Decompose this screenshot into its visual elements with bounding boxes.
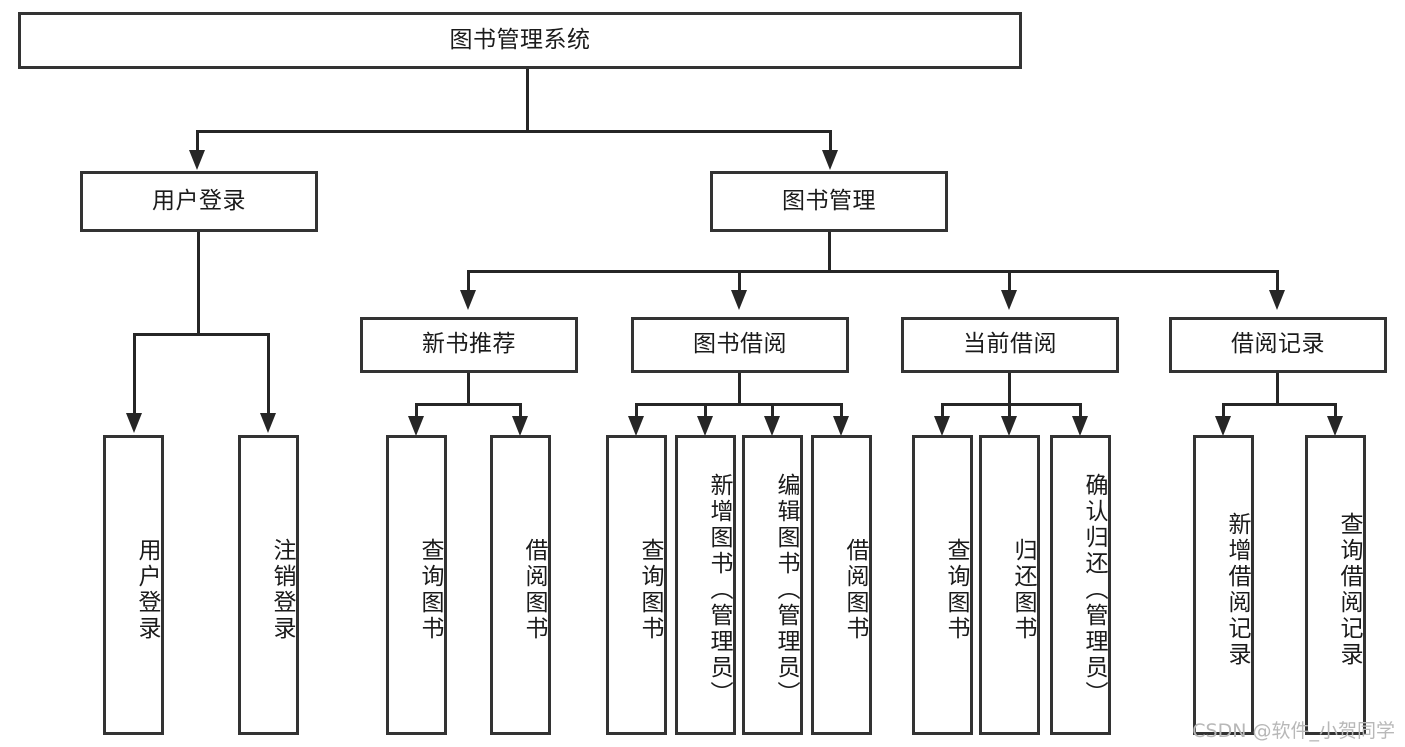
connector-bm-drop-1 bbox=[467, 270, 470, 292]
node-label: 新书推荐 bbox=[422, 331, 516, 358]
arrow-to-current-borrow bbox=[1001, 290, 1017, 310]
node-leaf-query-book-new-recommend[interactable]: 查询图书 bbox=[386, 435, 447, 735]
connector-bb-stem bbox=[738, 373, 741, 405]
connector-br-drop-1 bbox=[1222, 403, 1225, 418]
node-leaf-confirm-return[interactable]: 确认归还（管理员） bbox=[1050, 435, 1111, 735]
arrow-to-leaf-add-book bbox=[697, 416, 713, 436]
node-leaf-logout-login[interactable]: 注销登录 bbox=[238, 435, 299, 735]
connector-root-drop-left bbox=[196, 130, 199, 152]
connector-user-login-fan-bar bbox=[133, 333, 270, 336]
node-leaf-add-borrow-record[interactable]: 新增借阅记录 bbox=[1193, 435, 1254, 735]
connector-bb-drop-4 bbox=[840, 403, 843, 418]
connector-cb-drop-1 bbox=[941, 403, 944, 418]
node-label: 借阅图书 bbox=[521, 538, 547, 642]
node-label: 图书借阅 bbox=[693, 331, 787, 358]
connector-cb-fan-bar bbox=[941, 403, 1082, 406]
node-new-book-recommend[interactable]: 新书推荐 bbox=[360, 317, 578, 373]
node-book-management[interactable]: 图书管理 bbox=[710, 171, 948, 232]
connector-bb-drop-1 bbox=[635, 403, 638, 418]
connector-book-management-fan-bar bbox=[467, 270, 1279, 273]
connector-bb-drop-2 bbox=[704, 403, 707, 418]
connector-br-drop-2 bbox=[1334, 403, 1337, 418]
arrow-to-leaf-logout-login bbox=[260, 413, 276, 433]
connector-nbr-drop-2 bbox=[519, 403, 522, 418]
connector-br-stem bbox=[1276, 373, 1279, 405]
node-leaf-edit-book[interactable]: 编辑图书（管理员） bbox=[742, 435, 803, 735]
node-leaf-return-book[interactable]: 归还图书 bbox=[979, 435, 1040, 735]
arrow-to-leaf-query-book-3 bbox=[934, 416, 950, 436]
node-leaf-borrow-book-borrow[interactable]: 借阅图书 bbox=[811, 435, 872, 735]
arrow-to-new-book-recommend bbox=[460, 290, 476, 310]
arrow-to-leaf-borrow-book-2 bbox=[833, 416, 849, 436]
node-root-book-management-system[interactable]: 图书管理系统 bbox=[18, 12, 1022, 69]
connector-user-login-drop-right bbox=[267, 333, 270, 415]
connector-root-fan-bar bbox=[196, 130, 832, 133]
arrow-to-borrow-record bbox=[1269, 290, 1285, 310]
arrow-to-leaf-add-record bbox=[1215, 416, 1231, 436]
node-book-borrow[interactable]: 图书借阅 bbox=[631, 317, 849, 373]
connector-bb-drop-3 bbox=[771, 403, 774, 418]
arrow-to-user-login bbox=[189, 150, 205, 170]
node-leaf-user-login[interactable]: 用户登录 bbox=[103, 435, 164, 735]
node-label: 确认归还（管理员） bbox=[1081, 473, 1107, 707]
connector-user-login-drop-left bbox=[133, 333, 136, 415]
node-label: 查询图书 bbox=[943, 538, 969, 642]
connector-nbr-stem bbox=[467, 373, 470, 405]
connector-cb-drop-3 bbox=[1079, 403, 1082, 418]
node-label: 查询借阅记录 bbox=[1336, 512, 1362, 668]
node-borrow-record[interactable]: 借阅记录 bbox=[1169, 317, 1387, 373]
arrow-to-book-borrow bbox=[731, 290, 747, 310]
node-leaf-borrow-book-new-recommend[interactable]: 借阅图书 bbox=[490, 435, 551, 735]
node-leaf-query-book-borrow[interactable]: 查询图书 bbox=[606, 435, 667, 735]
arrow-to-leaf-query-book-2 bbox=[628, 416, 644, 436]
connector-bb-fan-bar bbox=[635, 403, 843, 406]
connector-cb-stem bbox=[1008, 373, 1011, 405]
connector-root-drop-right bbox=[829, 130, 832, 152]
node-label: 用户登录 bbox=[152, 187, 246, 214]
arrow-to-leaf-borrow-book-1 bbox=[512, 416, 528, 436]
node-label: 新增图书（管理员） bbox=[706, 473, 732, 707]
arrow-to-book-management bbox=[822, 150, 838, 170]
node-leaf-query-borrow-record[interactable]: 查询借阅记录 bbox=[1305, 435, 1366, 735]
arrow-to-leaf-return-book bbox=[1001, 416, 1017, 436]
node-label: 借阅记录 bbox=[1231, 331, 1325, 358]
node-current-borrow[interactable]: 当前借阅 bbox=[901, 317, 1119, 373]
node-leaf-query-book-current[interactable]: 查询图书 bbox=[912, 435, 973, 735]
node-label: 查询图书 bbox=[637, 538, 663, 642]
arrow-to-leaf-edit-book bbox=[764, 416, 780, 436]
connector-br-fan-bar bbox=[1222, 403, 1337, 406]
connector-book-management-stem bbox=[828, 232, 831, 272]
connector-cb-drop-2 bbox=[1008, 403, 1011, 418]
connector-user-login-stem bbox=[197, 232, 200, 335]
connector-nbr-fan-bar bbox=[415, 403, 522, 406]
csdn-watermark: CSDN @软件_小贺同学 bbox=[1192, 720, 1395, 742]
node-leaf-add-book[interactable]: 新增图书（管理员） bbox=[675, 435, 736, 735]
arrow-to-leaf-query-record bbox=[1327, 416, 1343, 436]
node-label: 当前借阅 bbox=[963, 331, 1057, 358]
node-label: 注销登录 bbox=[269, 538, 295, 642]
node-label: 查询图书 bbox=[417, 538, 443, 642]
node-label: 归还图书 bbox=[1010, 538, 1036, 642]
node-label: 新增借阅记录 bbox=[1224, 512, 1250, 668]
connector-root-stem bbox=[526, 69, 529, 132]
node-label: 图书管理系统 bbox=[449, 26, 591, 53]
node-label: 图书管理 bbox=[782, 187, 876, 214]
node-user-login[interactable]: 用户登录 bbox=[80, 171, 318, 232]
arrow-to-leaf-user-login bbox=[126, 413, 142, 433]
arrow-to-leaf-confirm-return bbox=[1072, 416, 1088, 436]
node-label: 用户登录 bbox=[134, 538, 160, 642]
node-label: 借阅图书 bbox=[842, 538, 868, 642]
connector-nbr-drop-1 bbox=[415, 403, 418, 418]
connector-bm-drop-2 bbox=[738, 270, 741, 292]
connector-bm-drop-3 bbox=[1008, 270, 1011, 292]
arrow-to-leaf-query-book-1 bbox=[408, 416, 424, 436]
connector-bm-drop-4 bbox=[1276, 270, 1279, 292]
node-label: 编辑图书（管理员） bbox=[773, 473, 799, 707]
